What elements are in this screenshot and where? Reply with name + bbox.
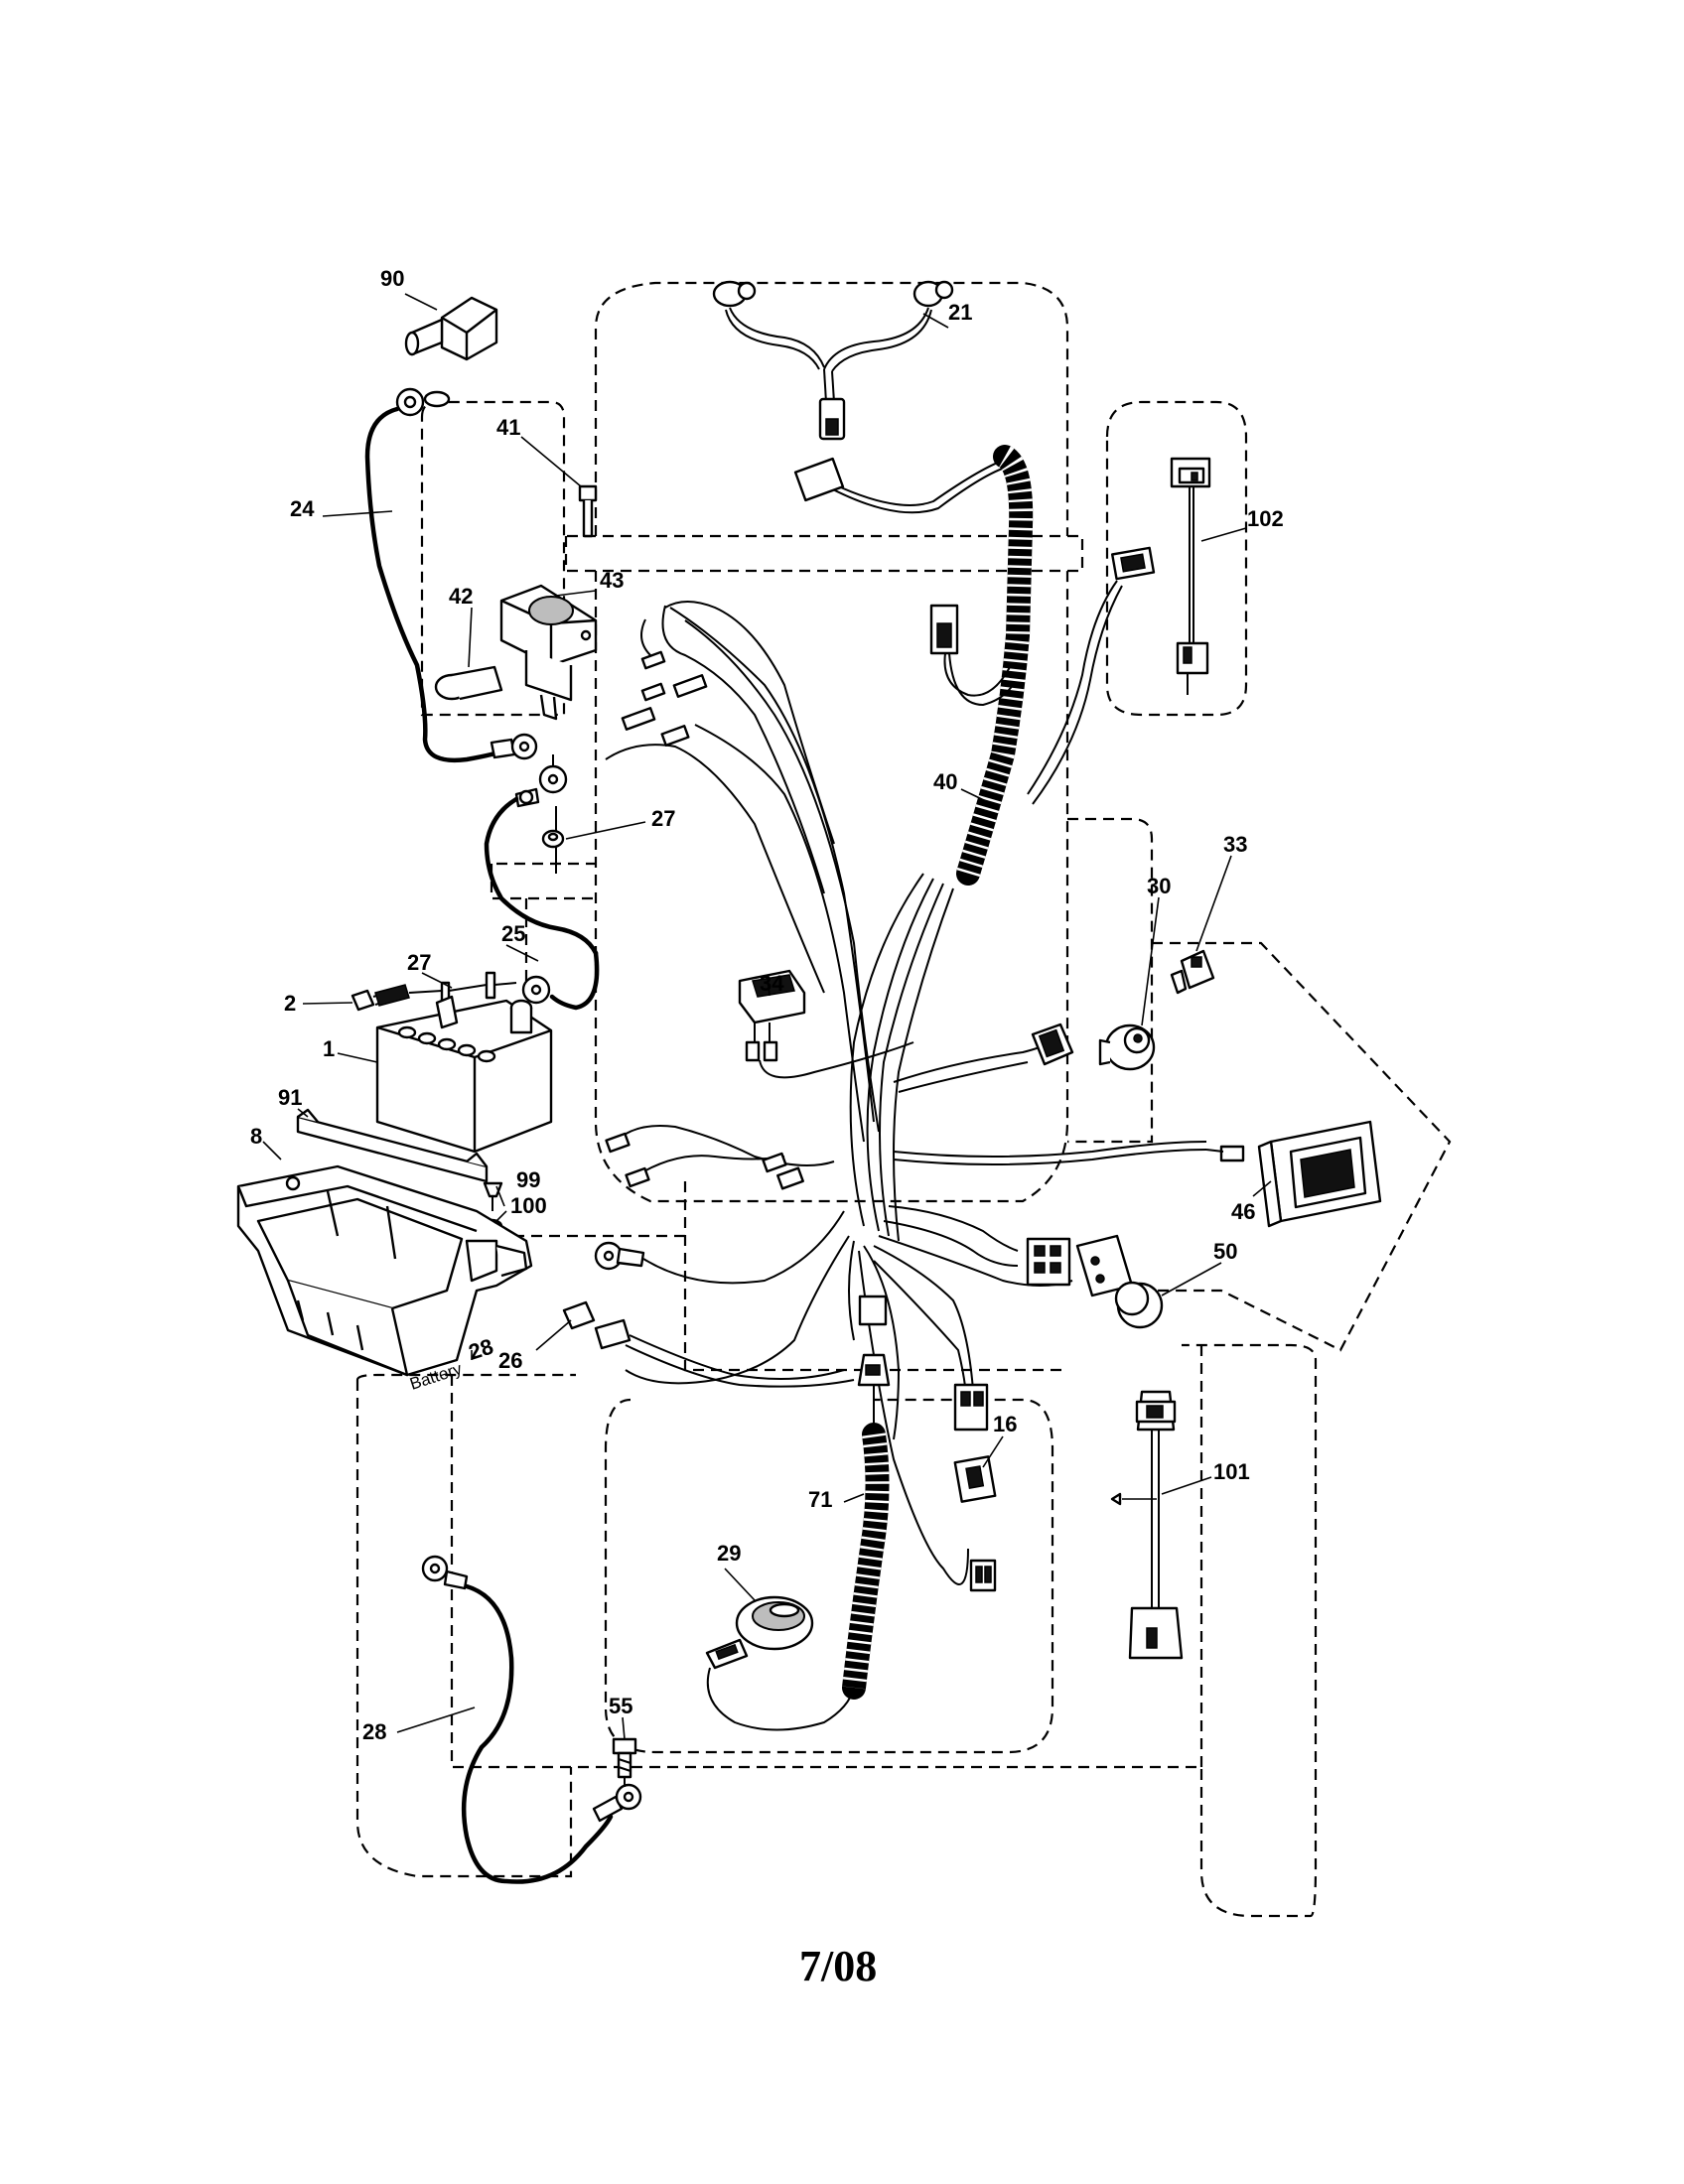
callout-27-lower: 27 <box>407 950 431 975</box>
callout-8: 8 <box>250 1124 262 1149</box>
part-16-connector <box>953 1383 997 1592</box>
part-21-headlight-harness <box>712 280 954 441</box>
callout-40: 40 <box>933 769 957 794</box>
part-26-fuse-holder <box>562 1300 855 1388</box>
part-40-main-wire-loom <box>793 445 1034 886</box>
callout-24: 24 <box>290 496 315 521</box>
callout-28-battery: 28 <box>466 1333 496 1364</box>
callout-91: 91 <box>278 1085 302 1110</box>
callout-55: 55 <box>609 1694 632 1718</box>
callout-28-lower: 28 <box>362 1719 386 1744</box>
callout-43: 43 <box>600 568 624 593</box>
harness-connector-8-pin <box>1026 1237 1071 1287</box>
loom-connector-upper-right <box>1027 546 1156 805</box>
part-27-nut <box>541 829 565 849</box>
part-27-hardware <box>408 971 517 1007</box>
part-8-battery-tray <box>236 1164 533 1377</box>
callout-71: 71 <box>808 1487 832 1512</box>
part-55-bolt <box>612 1737 637 1787</box>
part-24-cable <box>364 387 538 763</box>
callout-16: 16 <box>993 1412 1017 1436</box>
part-28-ground-cable <box>421 1555 642 1884</box>
callout-34: 34 <box>760 971 784 996</box>
part-43-solenoid <box>499 584 598 721</box>
callout-labels: 90 21 41 102 24 43 42 40 27 33 30 25 27 … <box>250 266 1284 1744</box>
part-102-switch-harness <box>1170 457 1211 695</box>
part-1-battery <box>375 995 553 1154</box>
part-71-coiled-cord <box>842 1385 890 1700</box>
plug-upper-71 <box>857 1295 891 1387</box>
wire-bundle <box>594 601 1207 1585</box>
callout-1: 1 <box>323 1036 335 1061</box>
callout-2: 2 <box>284 991 296 1016</box>
callout-29: 29 <box>717 1541 741 1566</box>
callout-90: 90 <box>380 266 404 291</box>
part-29-alarm <box>705 1595 855 1731</box>
part-25-cable <box>484 754 600 1011</box>
callout-21: 21 <box>948 300 972 325</box>
part-101-wire-lead <box>1110 1390 1184 1660</box>
part-2-bolt <box>351 984 410 1012</box>
callout-50: 50 <box>1213 1239 1237 1264</box>
callout-41: 41 <box>496 415 520 440</box>
part-30-ignition-switch <box>1031 1023 1156 1071</box>
leader-lines <box>262 293 1272 1740</box>
part-50-pto-switch <box>1075 1234 1164 1329</box>
part-42-boot <box>434 665 503 701</box>
callout-99: 99 <box>516 1167 540 1192</box>
callout-26: 26 <box>498 1348 522 1373</box>
callout-100: 100 <box>510 1193 547 1218</box>
callout-33: 33 <box>1223 832 1247 857</box>
callout-42: 42 <box>449 584 473 609</box>
callout-27-upper: 27 <box>651 806 675 831</box>
callout-101: 101 <box>1213 1459 1250 1484</box>
callout-30: 30 <box>1147 874 1171 898</box>
part-90-terminal-cap <box>404 296 498 361</box>
part-34-switch <box>738 969 914 1079</box>
footer-date-code: 7/08 <box>799 1942 877 1990</box>
callout-25: 25 <box>501 921 525 946</box>
part-33-connector <box>1170 949 1215 995</box>
part-41-bolt <box>578 484 598 538</box>
part-46-switch-panel <box>1205 1120 1382 1228</box>
callout-102: 102 <box>1247 506 1284 531</box>
part-99-bolt <box>483 1181 503 1211</box>
callout-46: 46 <box>1231 1199 1255 1224</box>
